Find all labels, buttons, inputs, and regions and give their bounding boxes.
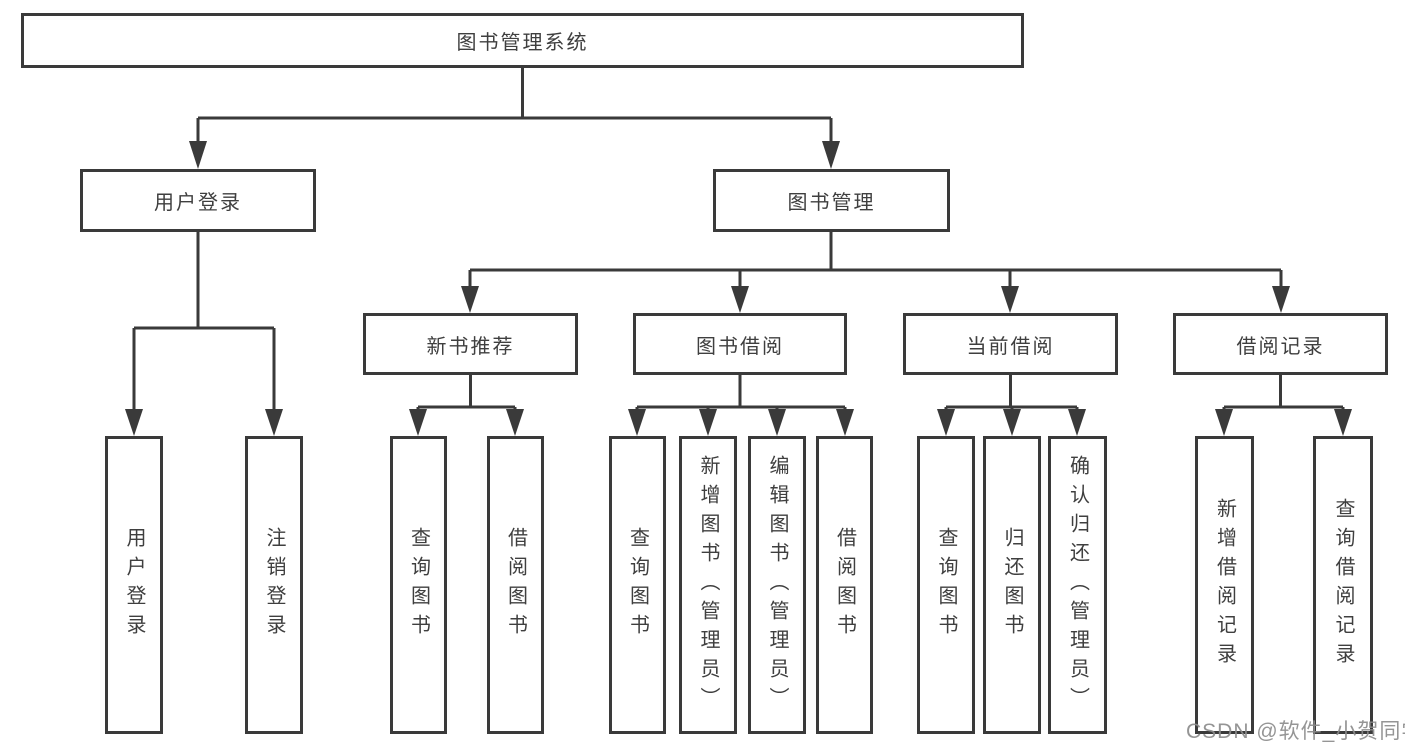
leaf-query-books-recommend: 查询图书	[390, 436, 447, 734]
node-new-book-recommend: 新书推荐	[363, 313, 578, 375]
leaf-query-borrow-record: 查询借阅记录	[1313, 436, 1373, 734]
leaf-return-book: 归还图书	[983, 436, 1041, 734]
leaf-user-login: 用户登录	[105, 436, 163, 734]
node-current-borrow: 当前借阅	[903, 313, 1118, 375]
leaf-add-borrow-record: 新增借阅记录	[1195, 436, 1254, 734]
node-borrow-records: 借阅记录	[1173, 313, 1388, 375]
leaf-confirm-return-admin: 确认归还（管理员）	[1048, 436, 1107, 734]
leaf-add-book-admin: 新增图书（管理员）	[679, 436, 737, 734]
leaf-borrow-books-recommend: 借阅图书	[487, 436, 544, 734]
node-book-management: 图书管理	[713, 169, 950, 232]
node-book-borrow: 图书借阅	[633, 313, 847, 375]
leaf-logout: 注销登录	[245, 436, 303, 734]
csdn-watermark: CSDN @软件_小贺同学	[1186, 720, 1405, 743]
leaf-borrow-books-borrow: 借阅图书	[816, 436, 873, 734]
leaf-query-books-current: 查询图书	[917, 436, 975, 734]
node-root: 图书管理系统	[21, 13, 1024, 68]
leaf-query-books-borrow: 查询图书	[609, 436, 666, 734]
node-user-login-branch: 用户登录	[80, 169, 316, 232]
leaf-edit-book-admin: 编辑图书（管理员）	[748, 436, 806, 734]
